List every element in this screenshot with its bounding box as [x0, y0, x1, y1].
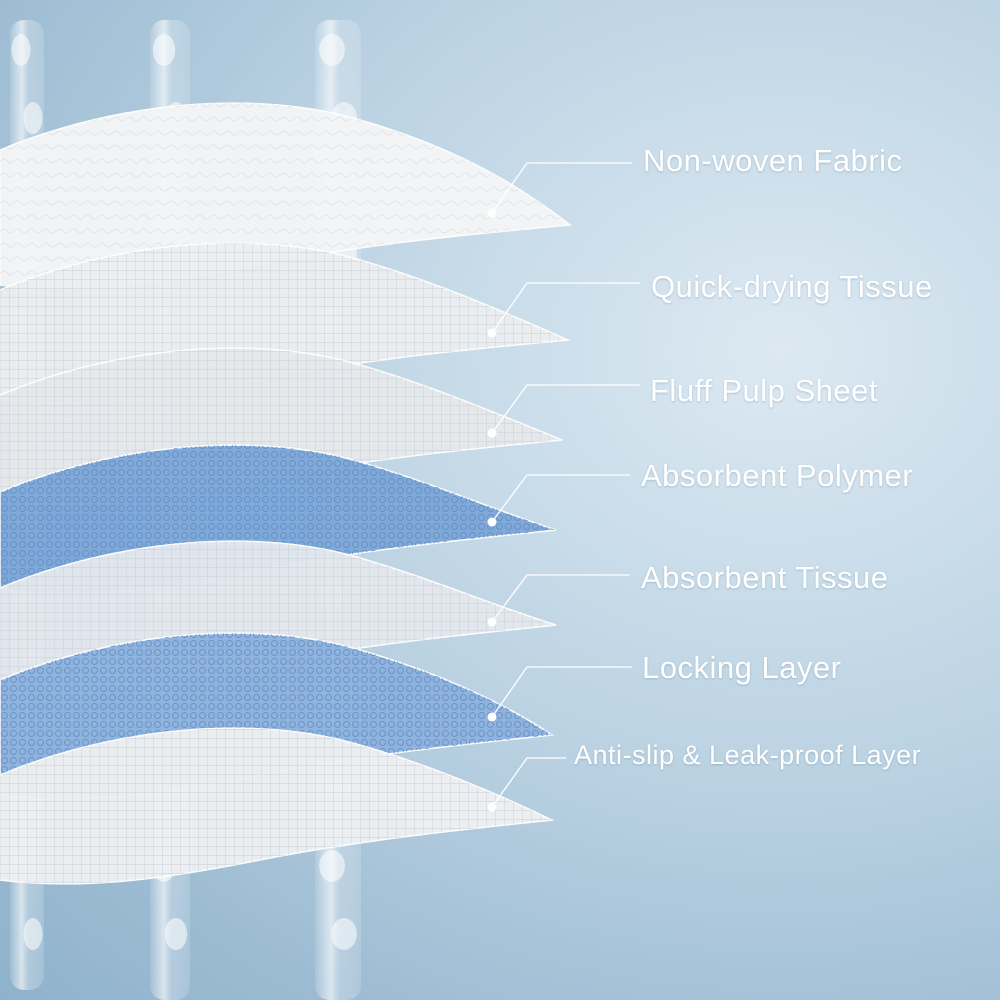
leader-line-6	[491, 666, 632, 718]
water-droplet	[11, 34, 31, 66]
layer-label-absorbent-tissue: Absorbent Tissue	[641, 560, 889, 595]
leader-dot-6	[487, 712, 497, 722]
leader-line-1	[491, 162, 632, 214]
layer-label-locking-layer: Locking Layer	[642, 650, 842, 685]
leader-dot-4	[487, 517, 497, 527]
leader-line-5	[491, 574, 630, 623]
leader-dot-5	[487, 617, 497, 627]
water-droplet	[164, 918, 188, 950]
water-droplet	[319, 850, 345, 882]
leader-line-2	[491, 282, 640, 334]
layer-label-non-woven-fabric: Non-woven Fabric	[643, 143, 903, 178]
leader-line-4	[491, 474, 630, 523]
layer-label-absorbent-polymer: Absorbent Polymer	[641, 458, 914, 493]
sheet-texture-1	[0, 103, 570, 289]
water-droplet	[331, 918, 357, 950]
leader-dot-2	[487, 328, 497, 338]
leader-dot-1	[487, 208, 497, 218]
sheet-texture-7	[0, 728, 552, 884]
leader-dot-7	[487, 802, 497, 812]
water-droplet	[23, 918, 43, 950]
layer-label-anti-slip-leak-proof-layer: Anti-slip & Leak-proof Layer	[574, 740, 922, 770]
layer-label-quick-drying-tissue: Quick-drying Tissue	[651, 269, 933, 304]
water-droplet	[152, 34, 176, 66]
leader-dot-3	[487, 428, 497, 438]
layer-label-fluff-pulp-sheet: Fluff Pulp Sheet	[650, 373, 879, 408]
water-droplet	[319, 34, 345, 66]
leader-line-7	[491, 757, 566, 808]
leader-line-3	[491, 384, 640, 434]
water-droplet	[23, 102, 43, 134]
